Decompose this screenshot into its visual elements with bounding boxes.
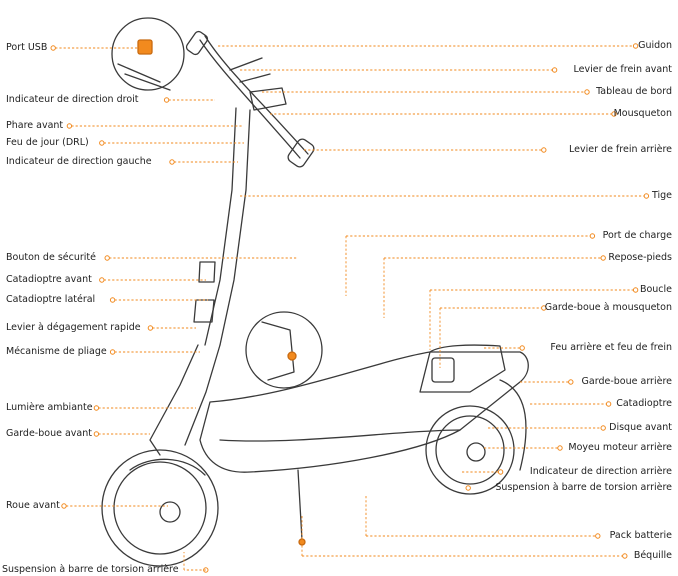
callout-dot: [51, 46, 55, 50]
stem: [205, 108, 236, 345]
callout-dot: [164, 98, 168, 102]
callout-dot: [633, 288, 637, 292]
callout-label-right: Suspension à barre de torsion arrière: [495, 482, 672, 493]
front-wheel: [102, 450, 218, 566]
callout-dot: [590, 234, 594, 238]
callout-dot: [148, 326, 152, 330]
callout-label-left: Feu de jour (DRL): [6, 137, 89, 148]
callout-label-right: Tableau de bord: [596, 86, 672, 97]
callout-label-left: Roue avant: [6, 500, 60, 511]
callout-label-right: Tige: [652, 190, 672, 201]
callout-label-right: Moyeu moteur arrière: [568, 442, 672, 453]
callout-label-left: Indicateur de direction gauche: [6, 156, 152, 167]
callout-label-right: Port de charge: [603, 230, 672, 241]
callout-label-right: Garde-boue arrière: [582, 376, 672, 387]
callout-dot: [67, 124, 71, 128]
callout-label-left: Indicateur de direction droit: [6, 94, 139, 105]
callout-label-right: Levier de frein arrière: [569, 144, 672, 155]
callout-label-left: Levier à dégagement rapide: [6, 322, 141, 333]
callout-dot: [520, 346, 524, 350]
callout-label-right: Levier de frein avant: [574, 64, 672, 75]
callout-dot: [542, 148, 546, 152]
callout-label-left: Port USB: [6, 42, 47, 53]
callout-dot: [466, 486, 470, 490]
callout-dot: [569, 380, 573, 384]
deck: [200, 352, 528, 472]
callout-label-left: Phare avant: [6, 120, 63, 131]
callout-label-left: Catadioptre latéral: [6, 294, 95, 305]
callout-dot: [552, 68, 556, 72]
callout-dot: [110, 350, 114, 354]
callout-dot: [596, 534, 600, 538]
callout-label-left: Garde-boue avant: [6, 428, 92, 439]
callout-dot: [94, 406, 98, 410]
callout-dot: [498, 470, 502, 474]
callout-dot: [601, 256, 605, 260]
callout-label-left: Catadioptre avant: [6, 274, 92, 285]
callout-label-right: Feu arrière et feu de frein: [550, 342, 672, 353]
callout-dot: [100, 278, 104, 282]
callout-label-right: Disque avant: [609, 422, 672, 433]
callout-label-left: Bouton de sécurité: [6, 252, 96, 263]
callout-dot: [110, 298, 114, 302]
callout-label-right: Pack batterie: [610, 530, 672, 541]
kickstand: [298, 470, 302, 540]
callout-label-right: Mousqueton: [614, 108, 672, 119]
callout-dot: [601, 426, 605, 430]
callout-label-right: Béquille: [634, 550, 672, 561]
callout-dot: [94, 432, 98, 436]
callout-dot: [644, 194, 648, 198]
callout-dot: [62, 504, 66, 508]
callout-dot: [170, 160, 174, 164]
callout-dot: [623, 554, 627, 558]
callout-dot: [100, 141, 104, 145]
callout-dot: [105, 256, 109, 260]
callout-label-left: Mécanisme de pliage: [6, 346, 107, 357]
rear-wheel: [426, 406, 514, 494]
callout-dot: [585, 90, 589, 94]
callout-label-right: Guidon: [638, 40, 672, 51]
callout-label-right: Boucle: [640, 284, 672, 295]
callout-dot: [558, 446, 562, 450]
callout-label-right: Garde-boue à mousqueton: [545, 302, 672, 313]
callout-dot: [606, 402, 610, 406]
callout-label-left: Lumière ambiante: [6, 402, 93, 413]
callout-label-right: Catadioptre: [616, 398, 672, 409]
callout-label-right: Indicateur de direction arrière: [530, 466, 672, 477]
callout-label-right: Repose-pieds: [608, 252, 672, 263]
callout-label-left: Suspension à barre de torsion arrière: [2, 564, 179, 575]
